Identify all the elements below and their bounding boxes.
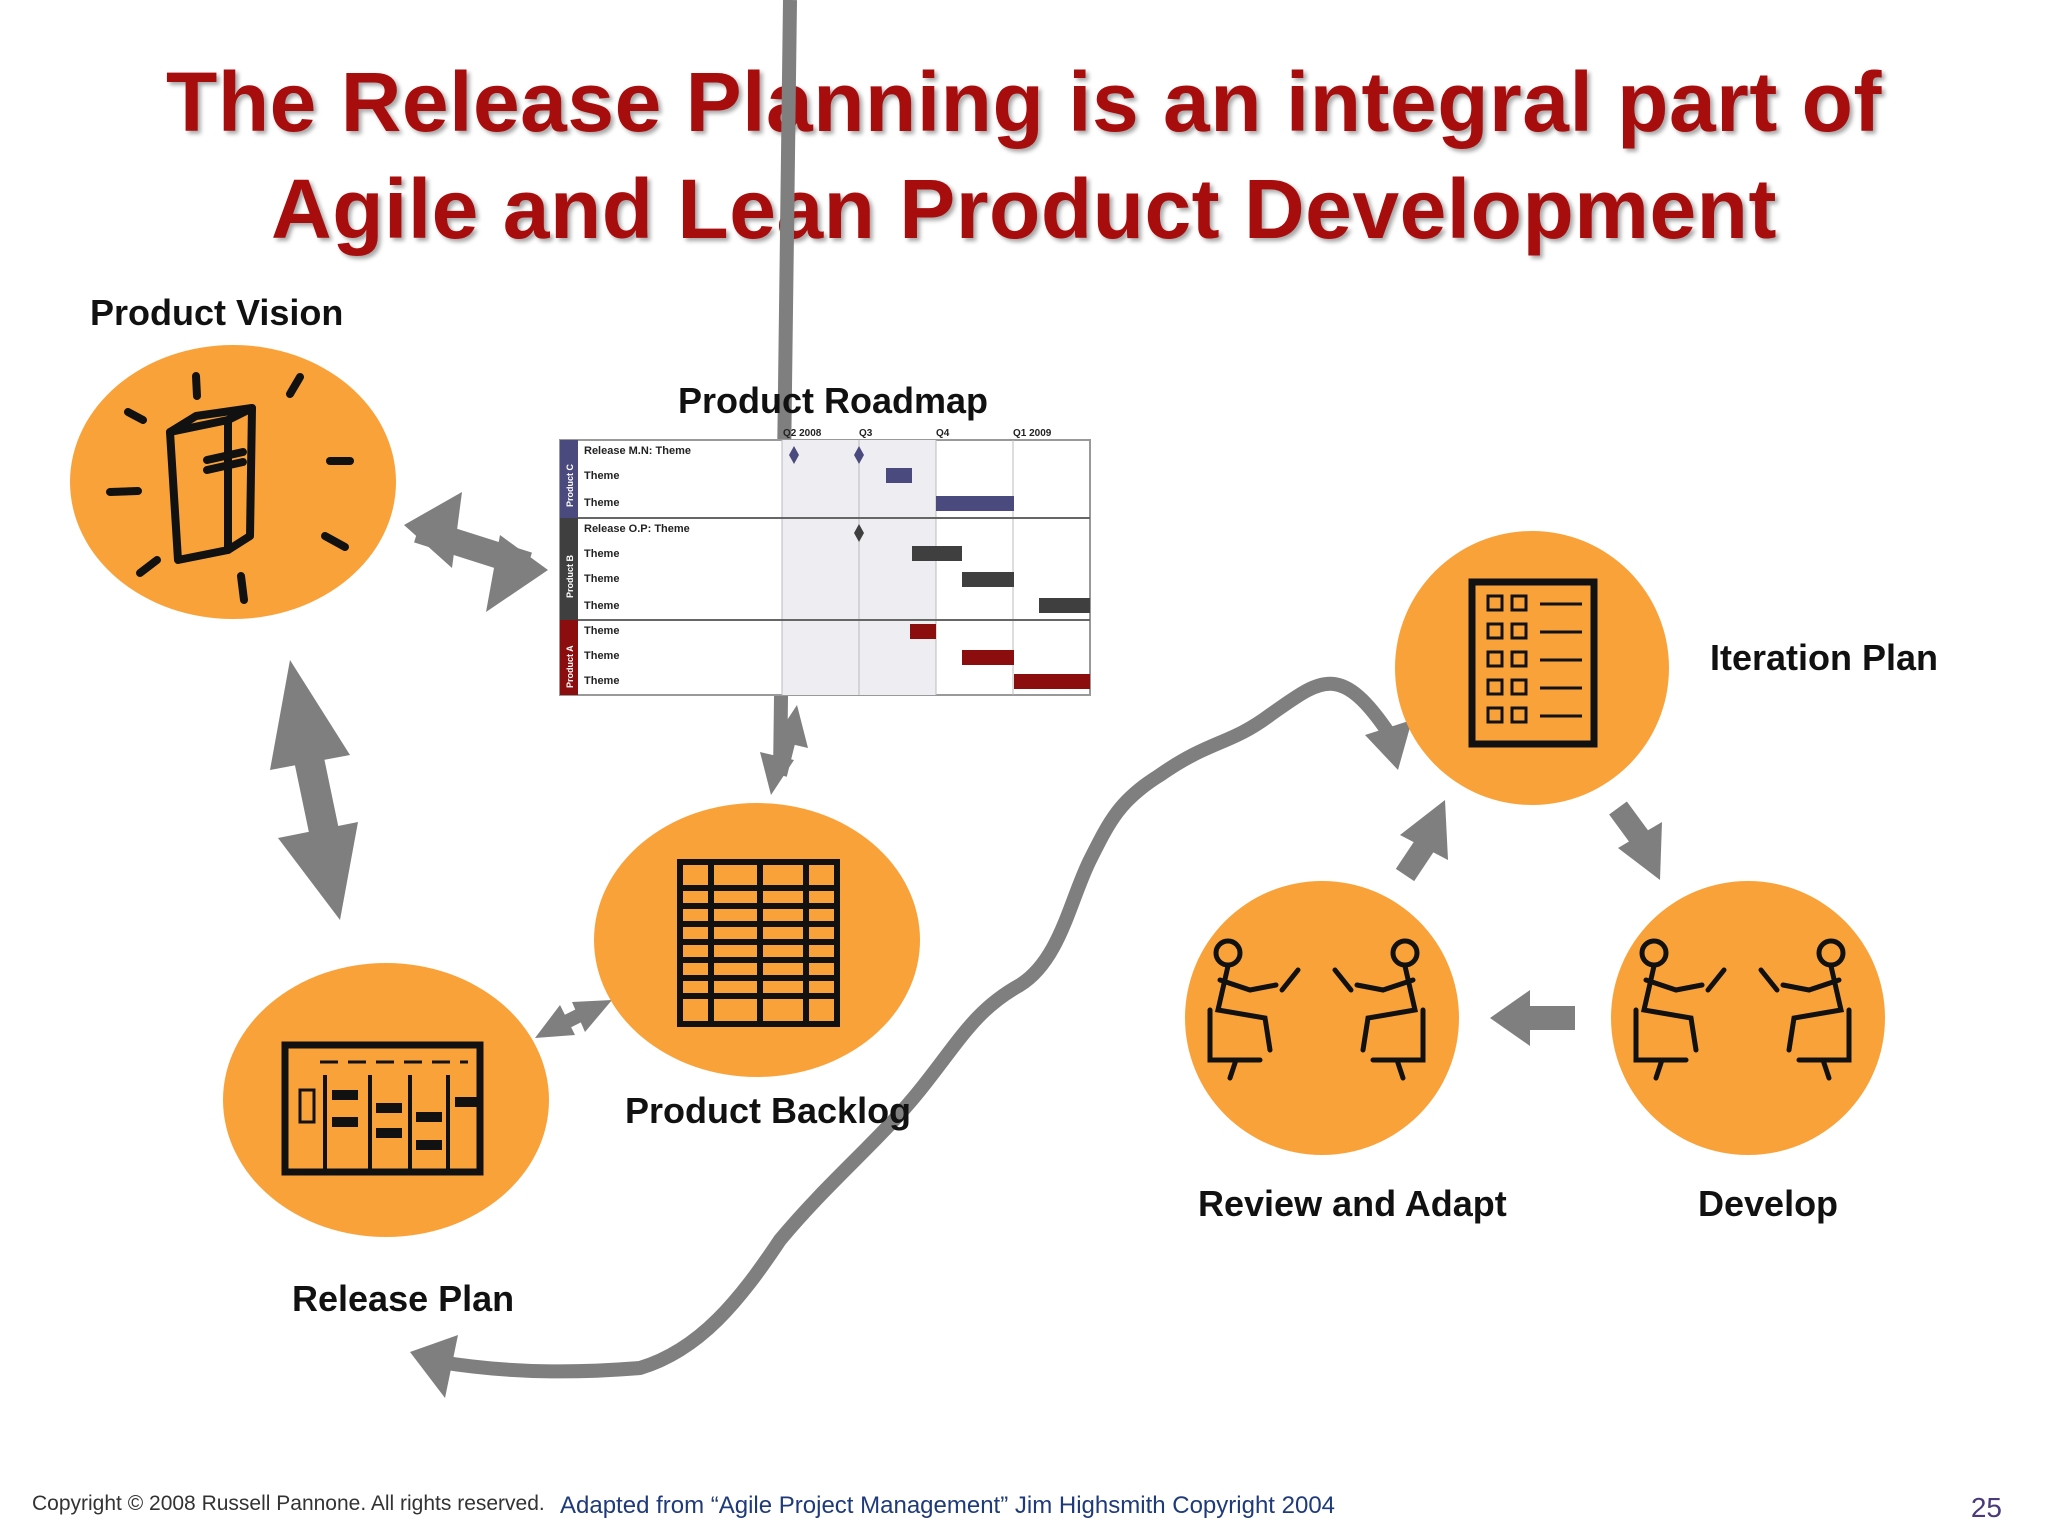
vision-release-arrow xyxy=(270,660,358,920)
vision-book-icon xyxy=(106,372,354,604)
adapted-from-text: Adapted from “Agile Project Management” … xyxy=(560,1492,1336,1519)
review-and-adapt-circle xyxy=(1185,881,1459,1155)
review-people-icon xyxy=(1207,938,1426,1081)
roadmap-row-label: Theme xyxy=(584,497,619,509)
roadmap-col-q4: Q4 xyxy=(936,428,950,439)
product-backlog-label: Product Backlog xyxy=(625,1090,912,1131)
release-iteration-long-arrow xyxy=(410,676,1412,1398)
release-board-icon xyxy=(281,1041,484,1176)
roadmap-row-label: Theme xyxy=(584,470,619,482)
release-plan-circle xyxy=(223,963,549,1237)
slide-title-line-2: Agile and Lean Product Development xyxy=(271,162,1777,256)
develop-review-arrow xyxy=(1490,990,1575,1046)
copyright-text: Copyright © 2008 Russell Pannone. All ri… xyxy=(32,1492,545,1515)
product-roadmap-chart: Q2 2008 Q3 Q4 Q1 2009 Product C Product … xyxy=(559,428,1091,696)
develop-people-icon xyxy=(1633,938,1852,1081)
backlog-table-icon xyxy=(677,859,840,1027)
roadmap-col-q2-2008: Q2 2008 xyxy=(783,428,822,439)
develop-label: Develop xyxy=(1698,1183,1839,1224)
iteration-plan-circle xyxy=(1395,531,1669,805)
roadmap-row-label: Theme xyxy=(584,600,619,612)
roadmap-row-label: Theme xyxy=(584,573,619,585)
iteration-checklist-icon xyxy=(1468,578,1598,748)
roadmap-row-label: Theme xyxy=(584,625,619,637)
product-vision-circle xyxy=(70,345,396,619)
roadmap-row-label: Theme xyxy=(584,548,619,560)
roadmap-row-label: Release M.N: Theme xyxy=(584,445,691,457)
backlog-release-arrow xyxy=(535,1000,612,1038)
roadmap-col-q1-2009: Q1 2009 xyxy=(1013,428,1052,439)
release-plan-label: Release Plan xyxy=(292,1278,515,1319)
vision-roadmap-arrow xyxy=(404,492,548,612)
roadmap-row-label: Theme xyxy=(584,675,619,687)
roadmap-col-q3: Q3 xyxy=(859,428,873,439)
slide-title-line-1: The Release Planning is an integral part… xyxy=(166,55,1882,149)
roadmap-row-label: Theme xyxy=(584,650,619,662)
product-roadmap-label: Product Roadmap xyxy=(678,380,989,421)
review-iteration-arrow xyxy=(1395,800,1448,882)
roadmap-group-product-c: Product C xyxy=(565,463,575,507)
develop-circle xyxy=(1611,881,1885,1155)
roadmap-group-product-a: Product A xyxy=(565,645,575,688)
iteration-plan-label: Iteration Plan xyxy=(1710,637,1939,678)
roadmap-group-product-b: Product B xyxy=(565,554,575,598)
iteration-develop-arrow xyxy=(1609,801,1662,880)
page-number: 25 xyxy=(1970,1492,2002,1523)
review-and-adapt-label: Review and Adapt xyxy=(1198,1183,1507,1224)
roadmap-row-label: Release O.P: Theme xyxy=(584,523,690,535)
product-vision-label: Product Vision xyxy=(90,292,344,333)
